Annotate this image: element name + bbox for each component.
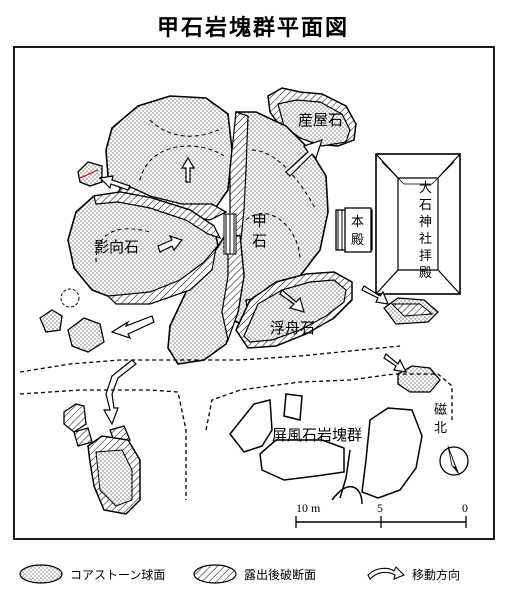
honden-label-1: 本 xyxy=(351,215,364,230)
north-label-2: 北 xyxy=(434,421,447,436)
ukifuneishi-rock xyxy=(235,271,353,349)
plan-map: 産屋石 甲 石 影向石 浮舟石 xyxy=(13,46,495,540)
honden-building xyxy=(335,207,373,253)
small-rocks-w xyxy=(39,288,105,353)
scale-label-10m: 10 m xyxy=(296,501,321,515)
lower-left-rocks xyxy=(63,403,141,515)
north-arrow xyxy=(439,445,469,476)
legend-label-movement: 移動方向 xyxy=(412,567,461,582)
legend-swatch-fracture xyxy=(193,564,237,584)
north-label-1: 磁 xyxy=(434,403,447,418)
legend-item-fracture: 露出後破断面 xyxy=(192,562,316,586)
haiden-char-3: 神 xyxy=(419,215,432,230)
yogoishi-rock xyxy=(67,191,222,305)
fracture-strip xyxy=(223,213,237,255)
map-title: 甲石岩塊群平面図 xyxy=(156,15,349,41)
small-rock-nw xyxy=(77,161,103,187)
yogoishi-label: 影向石 xyxy=(94,238,139,256)
legend-label-fracture: 露出後破断面 xyxy=(244,567,317,582)
movement-arrow-icon xyxy=(367,566,405,580)
honden-label-2: 殿 xyxy=(351,233,364,248)
ukifuneishi-label: 浮舟石 xyxy=(270,319,315,337)
byobu-label: 屏風石岩塊群 xyxy=(272,426,362,444)
movement-arrows xyxy=(98,139,408,426)
scale-label-5: 5 xyxy=(377,501,383,515)
haiden-char-6: 殿 xyxy=(419,266,432,281)
sanyaishi-label: 産屋石 xyxy=(298,111,343,129)
byobu-rock-group xyxy=(229,393,423,505)
legend-label-core: コアストーン球面 xyxy=(70,567,166,582)
legend-item-core: コアストーン球面 xyxy=(18,562,165,586)
map-frame xyxy=(13,46,495,540)
kabutoishi-label-1: 甲 xyxy=(252,212,267,230)
haiden-char-5: 拝 xyxy=(419,249,432,264)
kabutoishi-label-2: 石 xyxy=(252,232,267,250)
scale-label-0: 0 xyxy=(462,501,468,515)
haiden-char-2: 石 xyxy=(419,198,432,213)
small-rock-se xyxy=(383,297,439,325)
haiden-char-1: 大 xyxy=(419,181,432,196)
legend-swatch-core xyxy=(19,564,63,584)
haiden-label: 大 石 神 社 拝 殿 xyxy=(419,181,432,281)
small-rock-e xyxy=(397,365,441,393)
legend: コアストーン球面 露出後破断面 移動方向 xyxy=(0,552,506,592)
haiden-char-4: 社 xyxy=(419,231,432,247)
terrain-boundaries xyxy=(19,345,453,500)
haiden-building xyxy=(375,153,461,295)
legend-item-movement: 移動方向 xyxy=(366,562,460,586)
scale-bar xyxy=(295,516,467,528)
